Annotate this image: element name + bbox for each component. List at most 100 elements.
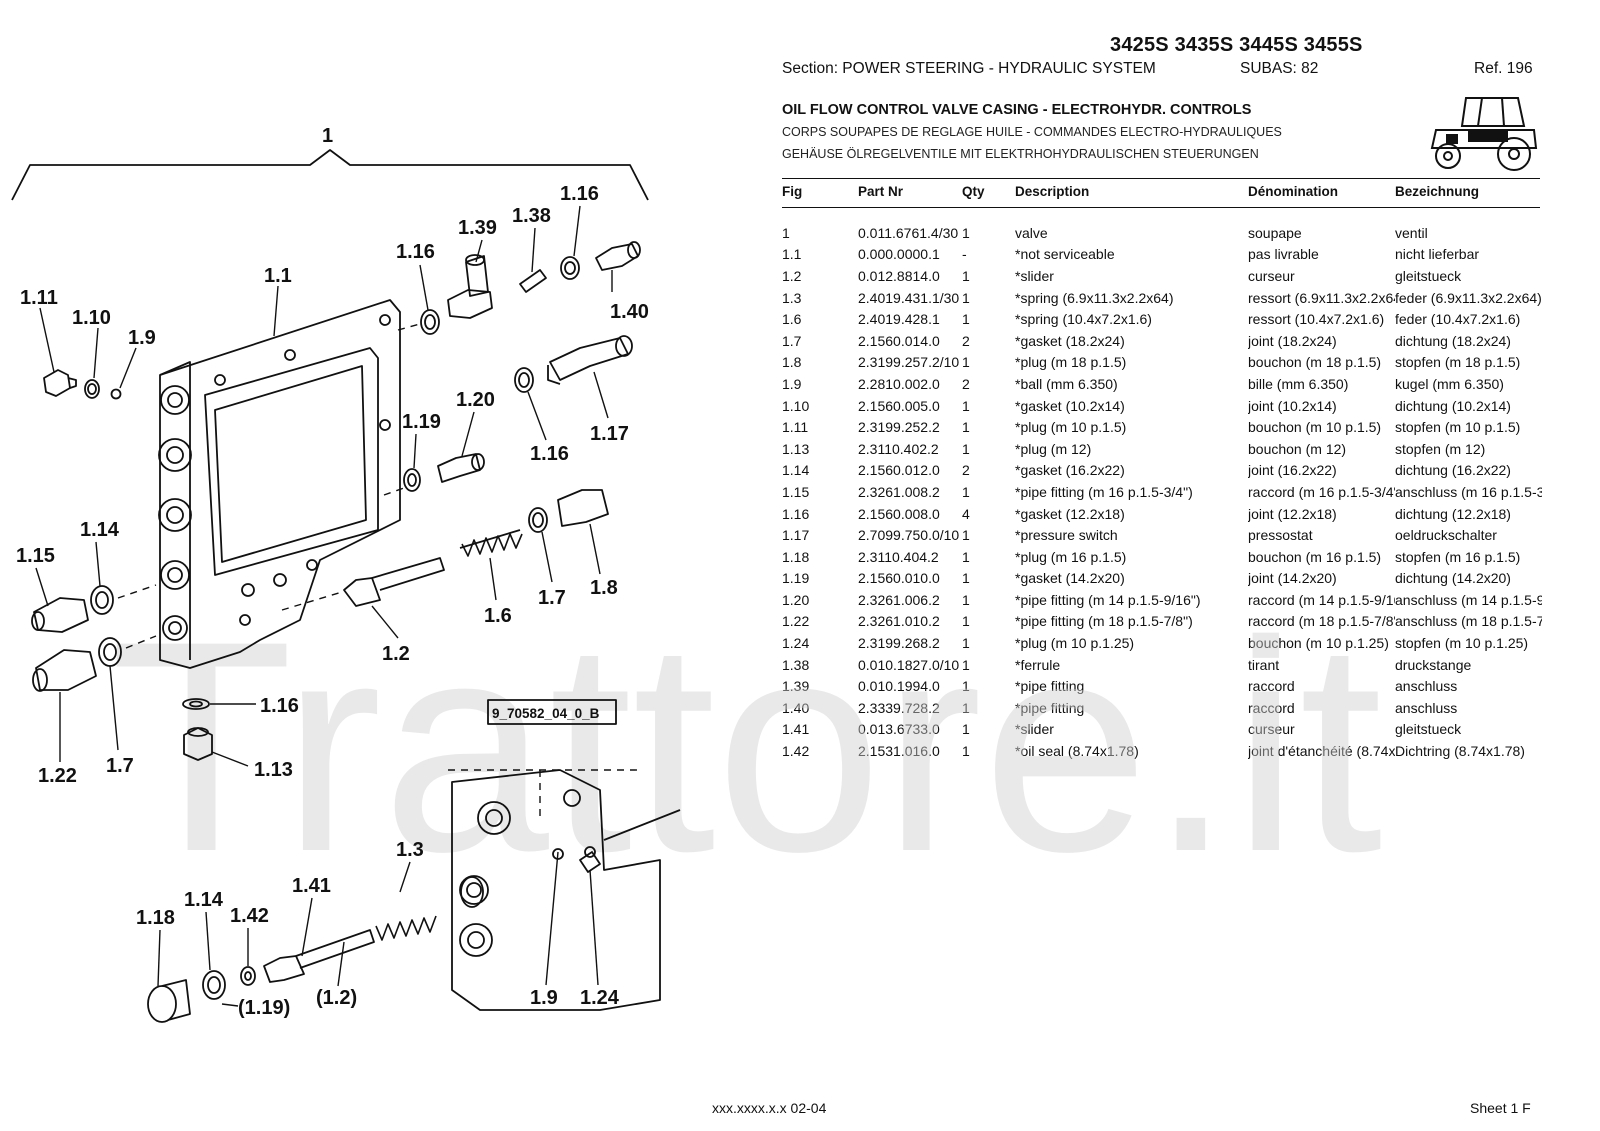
callout-1-2-ref: (1.2) bbox=[316, 987, 357, 1009]
cell-denomination: joint d'étanchéité (8.74x1.78) bbox=[1248, 743, 1395, 760]
cell-bezeichnung: dichtung (18.2x24) bbox=[1395, 332, 1511, 349]
cell-bezeichnung: stopfen (m 18 p.1.5) bbox=[1395, 354, 1521, 371]
cell-denomination: joint (12.2x18) bbox=[1248, 505, 1337, 522]
cell-description: *pipe fitting (m 18 p.1.5-7/8") bbox=[1015, 613, 1193, 630]
cell-part-nr: 2.3261.006.2 bbox=[858, 591, 940, 608]
callout-1-14-a: 1.14 bbox=[80, 519, 120, 541]
cell-fig: 1.8 bbox=[782, 354, 802, 371]
cell-qty: 1 bbox=[962, 397, 970, 414]
cell-fig: 1.11 bbox=[782, 419, 809, 436]
cell-description: *gasket (14.2x20) bbox=[1015, 570, 1125, 587]
callout-1-9: 1.9 bbox=[128, 327, 156, 349]
cell-part-nr: 0.000.0000.1 bbox=[858, 246, 940, 263]
cell-denomination: bouchon (m 10 p.1.5) bbox=[1248, 419, 1382, 436]
title-english: OIL FLOW CONTROL VALVE CASING - ELECTROH… bbox=[782, 102, 1252, 118]
cell-description: *spring (6.9x11.3x2.2x64) bbox=[1015, 289, 1174, 306]
cell-fig: 1.2 bbox=[782, 267, 802, 284]
cell-denomination: ressort (6.9x11.3x2.2x64) bbox=[1248, 289, 1395, 306]
cell-qty: 1 bbox=[962, 527, 970, 544]
callout-1-8: 1.8 bbox=[590, 577, 618, 599]
cell-denomination: raccord (m 14 p.1.5-9/16") bbox=[1248, 591, 1395, 608]
callout-1-2: 1.2 bbox=[382, 643, 410, 665]
cell-fig: 1.1 bbox=[782, 246, 802, 263]
tractor-icon bbox=[1430, 97, 1538, 171]
callout-1: 1 bbox=[322, 125, 333, 147]
cell-part-nr: 2.1560.014.0 bbox=[858, 332, 940, 349]
cell-bezeichnung: anschluss (m 18 p.1.5-7/8") bbox=[1395, 613, 1542, 630]
cell-part-nr: 2.3199.268.2 bbox=[858, 635, 940, 652]
cell-bezeichnung: dichtung (12.2x18) bbox=[1395, 505, 1511, 522]
callout-1-16-c: 1.16 bbox=[530, 443, 569, 465]
sheet-label: Sheet 1 F bbox=[1470, 1100, 1531, 1116]
cell-qty: 2 bbox=[962, 375, 970, 392]
cell-fig: 1.17 bbox=[782, 527, 810, 544]
cell-qty: 1 bbox=[962, 267, 970, 284]
col-part-nr: Part Nr bbox=[858, 184, 904, 199]
callout-1-19: 1.19 bbox=[402, 411, 441, 433]
cell-part-nr: 2.1560.012.0 bbox=[858, 462, 940, 479]
callout-1-38: 1.38 bbox=[512, 205, 551, 227]
cell-fig: 1.19 bbox=[782, 570, 810, 587]
cell-denomination: bouchon (m 12) bbox=[1248, 440, 1347, 457]
cell-fig: 1.39 bbox=[782, 678, 810, 695]
cell-part-nr: 0.012.8814.0 bbox=[858, 267, 940, 284]
cell-description: *plug (m 18 p.1.5) bbox=[1015, 354, 1127, 371]
cell-fig: 1.42 bbox=[782, 743, 810, 760]
callout-1-14-b: 1.14 bbox=[184, 889, 224, 911]
cell-fig: 1.41 bbox=[782, 721, 810, 738]
cell-part-nr: 2.3110.404.2 bbox=[858, 548, 939, 565]
cell-qty: 1 bbox=[962, 289, 970, 306]
cell-description: *plug (m 10 p.1.25) bbox=[1015, 635, 1135, 652]
cell-qty: - bbox=[962, 246, 967, 263]
cell-description: *gasket (16.2x22) bbox=[1015, 462, 1125, 479]
cell-part-nr: 2.3199.257.2/10 bbox=[858, 354, 960, 371]
cell-description: *slider bbox=[1015, 267, 1054, 284]
cell-fig: 1.15 bbox=[782, 483, 810, 500]
cell-description: *gasket (12.2x18) bbox=[1015, 505, 1125, 522]
cell-bezeichnung: anschluss (m 14 p.1.5-9/16") bbox=[1395, 591, 1542, 608]
cell-part-nr: 2.1560.008.0 bbox=[858, 505, 940, 522]
cell-description: *pipe fitting (m 16 p.1.5-3/4") bbox=[1015, 483, 1193, 500]
cell-denomination: curseur bbox=[1248, 721, 1295, 738]
title-french: CORPS SOUPAPES DE REGLAGE HUILE - COMMAN… bbox=[782, 125, 1282, 139]
cell-denomination: joint (14.2x20) bbox=[1248, 570, 1337, 587]
callout-1-11: 1.11 bbox=[20, 287, 58, 309]
cell-fig: 1.3 bbox=[782, 289, 802, 306]
cell-description: *pipe fitting bbox=[1015, 678, 1085, 695]
cell-bezeichnung: dichtung (14.2x20) bbox=[1395, 570, 1511, 587]
cell-qty: 4 bbox=[962, 505, 970, 522]
callout-1-15: 1.15 bbox=[16, 545, 55, 567]
cell-fig: 1.6 bbox=[782, 311, 802, 328]
callout-1-41: 1.41 bbox=[292, 875, 331, 897]
callout-1-39: 1.39 bbox=[458, 217, 497, 239]
cell-fig: 1.20 bbox=[782, 591, 810, 608]
callout-1-16-a: 1.16 bbox=[396, 241, 435, 263]
cell-description: *spring (10.4x7.2x1.6) bbox=[1015, 311, 1152, 328]
cell-part-nr: 2.3261.008.2 bbox=[858, 483, 940, 500]
cell-qty: 1 bbox=[962, 224, 970, 241]
cell-qty: 1 bbox=[962, 419, 970, 436]
cell-denomination: bouchon (m 10 p.1.25) bbox=[1248, 635, 1389, 652]
callout-1-20: 1.20 bbox=[456, 389, 495, 411]
cell-qty: 1 bbox=[962, 354, 970, 371]
cell-fig: 1.38 bbox=[782, 656, 810, 673]
cell-description: *plug (m 10 p.1.5) bbox=[1015, 419, 1127, 436]
callout-1-40: 1.40 bbox=[610, 301, 649, 323]
cell-qty: 1 bbox=[962, 743, 970, 760]
cell-description: *ball (mm 6.350) bbox=[1015, 375, 1118, 392]
cell-fig: 1.9 bbox=[782, 375, 802, 392]
cell-bezeichnung: stopfen (m 10 p.1.5) bbox=[1395, 419, 1521, 436]
cell-description: *pressure switch bbox=[1015, 527, 1118, 544]
col-bezeichnung: Bezeichnung bbox=[1395, 184, 1480, 199]
cell-fig: 1.7 bbox=[782, 332, 802, 349]
